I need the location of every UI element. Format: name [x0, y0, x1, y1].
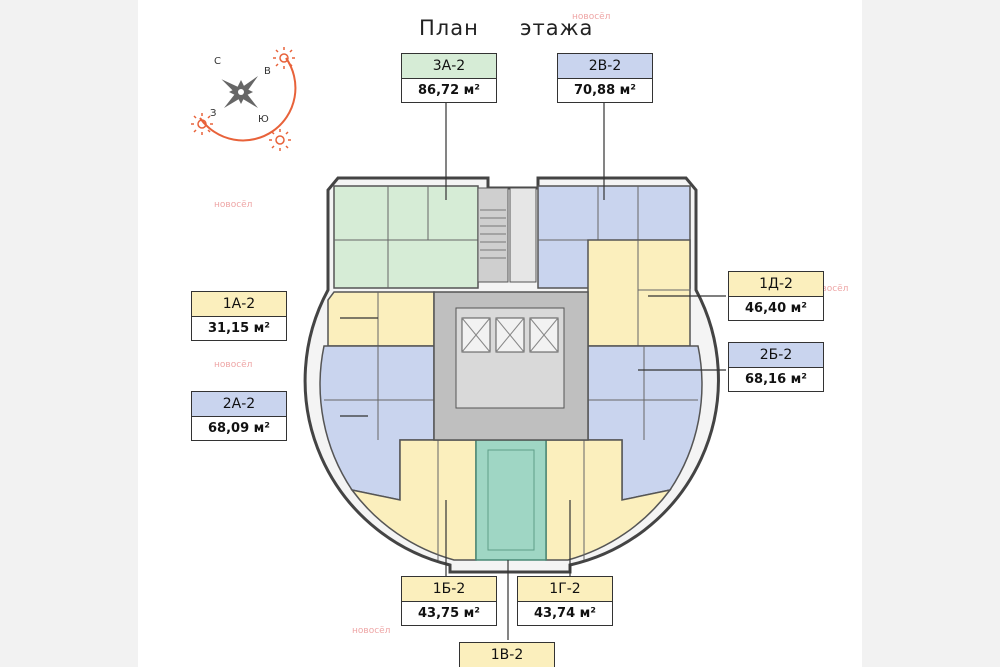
compass-west-label: З: [210, 108, 217, 119]
central-core: [433, 291, 589, 441]
compass: [191, 47, 297, 151]
unit-label-3a-2[interactable]: 3А-2 86,72 м²: [401, 53, 497, 103]
compass-south-label: Ю: [258, 114, 269, 125]
sun-icon: [269, 129, 291, 151]
compass-east-label: В: [264, 66, 271, 77]
leader-lines: [340, 103, 726, 640]
compass-rose-icon: [221, 76, 258, 108]
watermark-logo: новосёл: [352, 626, 391, 636]
unit-code: 1Д-2: [729, 272, 823, 297]
watermark-logo: новосёл: [572, 12, 611, 22]
apartment-1v-2[interactable]: [475, 439, 547, 561]
unit-area: 43,74 м²: [534, 606, 596, 621]
compass-north-label: С: [214, 56, 221, 67]
unit-area: 68,16 м²: [745, 372, 807, 387]
unit-area: 43,75 м²: [418, 606, 480, 621]
unit-label-2a-2[interactable]: 2А-2 68,09 м²: [191, 391, 287, 441]
apartment-2b-2[interactable]: [587, 345, 703, 501]
unit-code: 1Б-2: [402, 577, 496, 602]
unit-code: 1А-2: [192, 292, 286, 317]
floor-plan-canvas: План этажа: [138, 0, 862, 667]
unit-label-1a-2[interactable]: 1А-2 31,15 м²: [191, 291, 287, 341]
unit-label-1v-2[interactable]: 1В-2: [459, 642, 555, 667]
unit-code: 2В-2: [558, 54, 652, 79]
unit-label-2b-2[interactable]: 2Б-2 68,16 м²: [728, 342, 824, 392]
sun-icon: [273, 47, 295, 69]
apartment-1b-2[interactable]: [350, 439, 477, 561]
unit-area: 31,15 м²: [208, 321, 270, 336]
apartment-3a-2[interactable]: [333, 185, 479, 289]
floor-plan-drawing: [191, 47, 726, 640]
unit-code: 2Б-2: [729, 343, 823, 368]
watermark-logo: новосёл: [810, 284, 849, 294]
watermark-logo: новосёл: [214, 200, 253, 210]
apartment-1g-2[interactable]: [545, 439, 672, 561]
unit-area: 68,09 м²: [208, 421, 270, 436]
sun-icon: [191, 113, 213, 135]
unit-code: 1Г-2: [518, 577, 612, 602]
unit-code: 2А-2: [192, 392, 286, 417]
unit-code: 1В-2: [460, 643, 554, 667]
unit-code: 3А-2: [402, 54, 496, 79]
unit-label-2v-2[interactable]: 2В-2 70,88 м²: [557, 53, 653, 103]
unit-area: 46,40 м²: [745, 301, 807, 316]
unit-area: 86,72 м²: [418, 83, 480, 98]
unit-label-1d-2[interactable]: 1Д-2 46,40 м²: [728, 271, 824, 321]
title-word-floor: этажа: [520, 16, 594, 40]
unit-label-1b-2[interactable]: 1Б-2 43,75 м²: [401, 576, 497, 626]
watermark-logo: новосёл: [214, 360, 253, 370]
title-word-plan: План: [419, 16, 479, 40]
apartment-1d-2[interactable]: [587, 239, 691, 347]
unit-label-1g-2[interactable]: 1Г-2 43,74 м²: [517, 576, 613, 626]
unit-area: 70,88 м²: [574, 83, 636, 98]
apartment-1a-2[interactable]: [327, 291, 435, 347]
stair-core-top: [477, 187, 537, 283]
